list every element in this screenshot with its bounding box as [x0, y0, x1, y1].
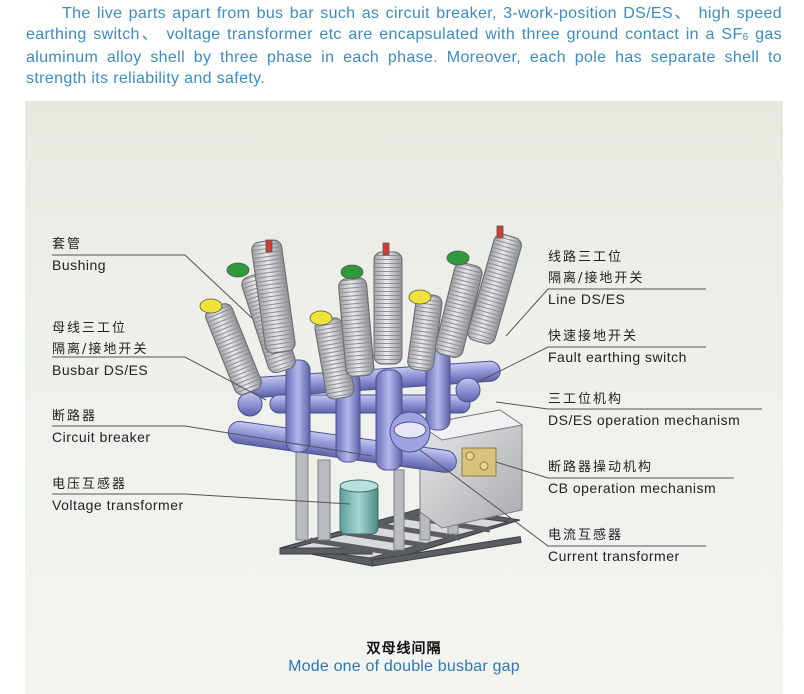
label-busbar-dses: 母线三工位 隔离/接地开关 Busbar DS/ES [52, 321, 149, 378]
label-cb-mechanism: 断路器操动机构 CB operation mechanism [548, 460, 717, 496]
label-voltage-transformer: 电压互感器 Voltage transformer [52, 477, 184, 513]
label-bushing: 套管 Bushing [52, 237, 107, 273]
intro-paragraph: The live parts apart from bus bar such a… [26, 5, 782, 87]
label-current-transformer: 电流互感器 Current transformer [548, 528, 680, 564]
leader-lines [52, 254, 762, 547]
label-fault-earthing-switch: 快速接地开关 Fault earthing switch [548, 329, 687, 365]
voltage-transformer [339, 479, 379, 535]
label-dses-mechanism: 三工位机构 DS/ES operation mechanism [548, 392, 741, 428]
bushing-caps [199, 225, 504, 326]
operation-mechanism-cabinet [418, 409, 524, 529]
label-line-dses: 线路三工位 隔离/接地开关 Line DS/ES [548, 250, 645, 307]
label-circuit-breaker: 断路器 Circuit breaker [52, 409, 151, 445]
gis-enclosure [227, 349, 501, 473]
